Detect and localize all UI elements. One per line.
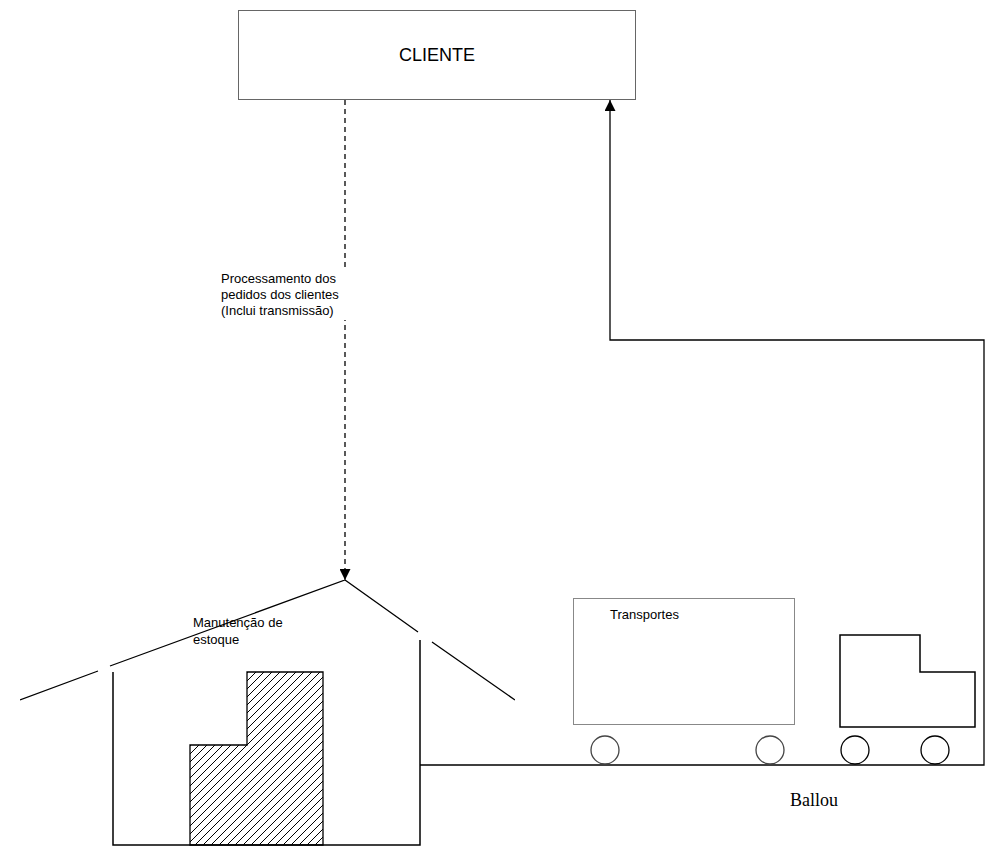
node-title: CLIENTE (399, 45, 475, 66)
truck-wheel (756, 736, 784, 764)
node-title: Manutenção de estoque (193, 614, 289, 648)
edge-label: Processamento dos pedidos dos clientes (… (218, 270, 364, 320)
warehouse: Manutenção de estoque (20, 580, 515, 848)
node-title: Transportes (610, 607, 679, 622)
truck-cab (840, 635, 975, 727)
truck-wheel (841, 736, 869, 764)
stock-pile (190, 672, 323, 845)
delivery-flow-arrow (420, 100, 984, 765)
order-flow-arrow (344, 100, 345, 580)
truck-wheel (591, 736, 619, 764)
transport-trailer: Transportes (573, 598, 795, 725)
client-box: CLIENTE (238, 10, 636, 100)
walls (113, 640, 420, 845)
truck-wheel (921, 736, 949, 764)
source-credit: Ballou (790, 790, 838, 811)
